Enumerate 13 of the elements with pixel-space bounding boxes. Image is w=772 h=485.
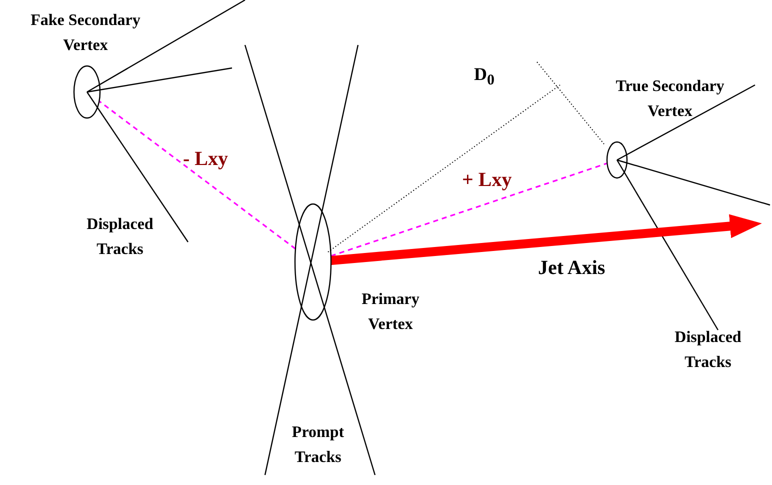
vertex-label: True Secondary Vertex (614, 77, 726, 122)
distance-symbol: D$_{0}$ (474, 63, 496, 91)
edge-label: - Lxy (183, 147, 228, 172)
track-label: Displaced Tracks (86, 215, 154, 260)
track-label: Displaced Tracks (674, 328, 742, 373)
track-label: Prompt Tracks (290, 423, 346, 468)
dashed-line (98, 100, 296, 250)
arrow (330, 214, 762, 265)
edge-label: Jet Axis (538, 256, 606, 281)
vertex-label: Fake Secondary Vertex (30, 11, 142, 56)
vertex-label: Primary Vertex (360, 290, 420, 335)
dashed-line (330, 162, 608, 257)
edge-label: + Lxy (462, 168, 512, 193)
